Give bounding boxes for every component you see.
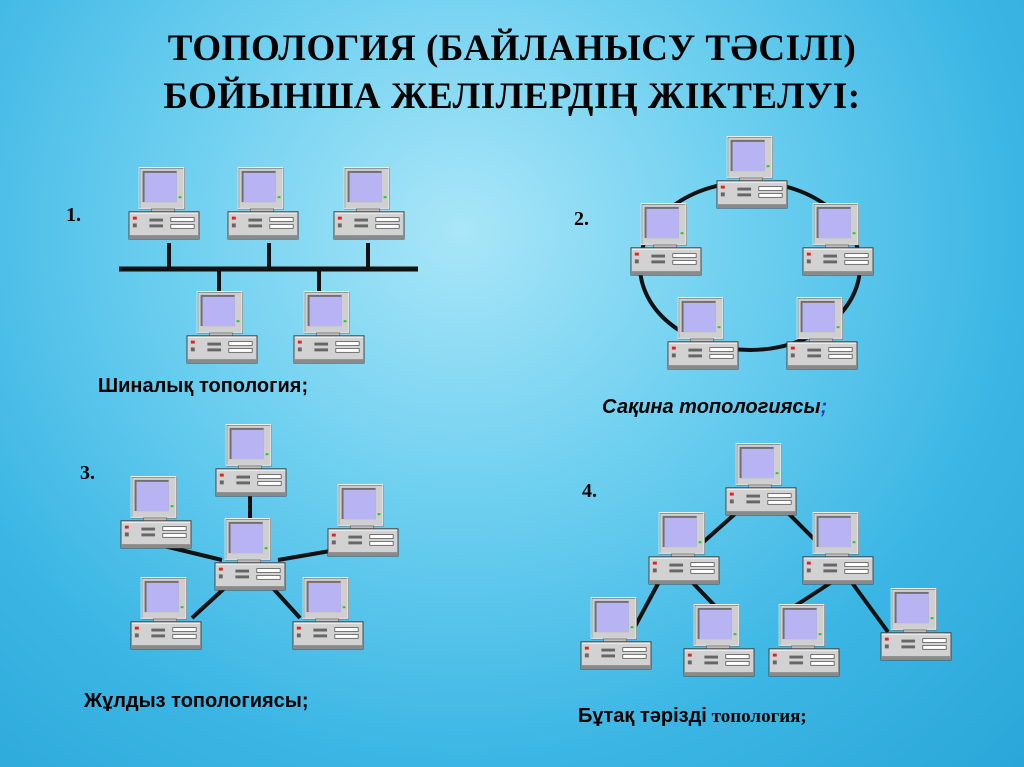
tree-computer-icon bbox=[580, 597, 652, 670]
bus-cables bbox=[119, 243, 418, 292]
bus-computer-icon bbox=[293, 291, 365, 364]
tree-computer-icon bbox=[683, 604, 755, 677]
tree-computer-icon bbox=[648, 512, 720, 585]
topology-number-2: 2. bbox=[574, 208, 589, 230]
star-computer-icon bbox=[130, 577, 202, 650]
page-title-line-2: БОЙЫНША ЖЕЛІЛЕРДІҢ ЖІКТЕЛУІ: bbox=[163, 76, 861, 117]
tree-root-computer-icon bbox=[725, 443, 797, 516]
star-topology bbox=[120, 424, 399, 650]
ring-computer-icon bbox=[630, 203, 702, 276]
star-hub-computer-icon bbox=[214, 518, 286, 591]
topology-number-1: 1. bbox=[66, 204, 81, 226]
bus-computer-icon bbox=[227, 167, 299, 240]
ring-topology-caption-text: Сақина топологиясы bbox=[602, 396, 821, 418]
topology-number-4: 4. bbox=[582, 480, 597, 502]
tree-topology-caption-main: Бұтақ тәрізді bbox=[578, 705, 707, 727]
ring-topology-caption: Сақина топологиясы; bbox=[602, 396, 827, 419]
ring-computer-icon bbox=[716, 136, 788, 209]
tree-topology bbox=[580, 443, 952, 677]
star-topology-caption: Жұлдыз топологиясы; bbox=[84, 690, 309, 712]
topology-number-3: 3. bbox=[80, 462, 95, 484]
tree-computer-icon bbox=[802, 512, 874, 585]
tree-computer-icon bbox=[768, 604, 840, 677]
ring-computer-icon bbox=[667, 297, 739, 370]
bus-topology-caption: Шиналық топология; bbox=[98, 375, 309, 397]
tree-topology-caption-tail: топология; bbox=[706, 706, 807, 727]
star-computer-icon bbox=[215, 424, 287, 497]
bus-topology bbox=[119, 167, 418, 364]
star-computer-icon bbox=[327, 484, 399, 557]
bus-computer-icon bbox=[128, 167, 200, 240]
star-computer-icon bbox=[292, 577, 364, 650]
ring-computer-icon bbox=[802, 203, 874, 276]
bus-computer-icon bbox=[333, 167, 405, 240]
page-title-line-1: ТОПОЛОГИЯ (БАЙЛАНЫСУ ТӘСІЛІ) bbox=[167, 28, 857, 69]
star-computer-icon bbox=[120, 476, 192, 549]
tree-computer-icon bbox=[880, 588, 952, 661]
ring-topology-caption-suffix: ; bbox=[820, 396, 828, 418]
ring-topology bbox=[630, 136, 874, 370]
bus-computer-icon bbox=[186, 291, 258, 364]
tree-topology-caption: Бұтақ тәрізді топология; bbox=[578, 705, 807, 728]
